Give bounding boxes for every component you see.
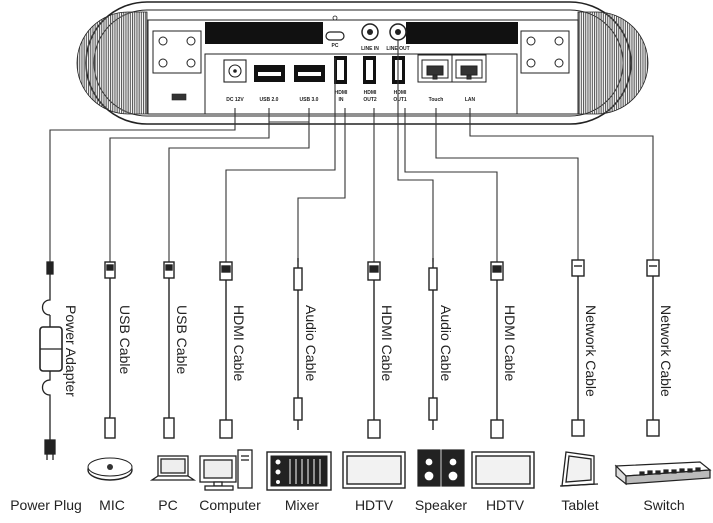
device-label-speaker: Speaker — [415, 497, 467, 513]
mixer-icon — [266, 451, 332, 491]
audio-cable-2 — [428, 258, 438, 430]
hdmi-out1-label-1: HDMI — [394, 90, 407, 96]
device-label-mixer: Mixer — [285, 497, 320, 513]
hdmi-out1-label-2: OUT1 — [393, 97, 407, 103]
pc-port-label: PC — [332, 43, 339, 49]
cable-label-power-adapter: Power Adapter — [63, 305, 79, 397]
wire-power — [49, 108, 236, 262]
cable-label-hdmi-3: HDMI Cable — [502, 305, 518, 381]
device-label-computer: Computer — [199, 497, 261, 513]
pc-led — [332, 15, 338, 21]
cable-label-network-2: Network Cable — [658, 305, 674, 397]
hdmi-cable-3 — [490, 261, 504, 439]
pc-usbc-port — [325, 31, 345, 41]
hdmi-out2-port — [363, 56, 376, 84]
left-vent-bar — [205, 22, 323, 44]
wires — [49, 40, 654, 262]
mic-icon — [87, 457, 133, 481]
touch-label: Touch — [429, 97, 444, 103]
power-adapter-cable — [39, 261, 63, 460]
line-in-jack — [361, 23, 379, 41]
usb-2-port — [254, 65, 285, 82]
device-label-hdtv-2: HDTV — [486, 497, 525, 513]
audio-cable-1 — [293, 258, 303, 430]
device-label-switch: Switch — [643, 497, 684, 513]
device-label-hdtv-1: HDTV — [355, 497, 394, 513]
usb-3-port — [294, 65, 325, 82]
cable-label-hdmi-1: HDMI Cable — [231, 305, 247, 381]
device-label-pc: PC — [158, 497, 177, 513]
cable-label-audio-1: Audio Cable — [303, 305, 319, 381]
hdmi-in-port — [334, 56, 347, 84]
hdmi-cable-2 — [367, 261, 381, 439]
tv-icon — [471, 451, 535, 489]
wire-switch — [469, 108, 654, 262]
wire-hdtv2 — [404, 108, 498, 262]
right-grille — [577, 11, 649, 115]
hdmi-out2-label-1: HDMI — [364, 90, 377, 96]
hdmi-out2-label-2: OUT2 — [363, 97, 377, 103]
right-screws — [520, 30, 570, 74]
usb20-label: USB 2.0 — [260, 97, 279, 103]
lan-label: LAN — [465, 97, 476, 103]
right-vent-bar — [406, 22, 518, 44]
wire-mic — [109, 108, 310, 262]
hdmi-cable-1 — [219, 261, 233, 439]
device-label-mic: MIC — [99, 497, 125, 513]
cable-label-usb-2: USB Cable — [174, 305, 190, 374]
usb-cable-2 — [163, 261, 175, 439]
cable-label-hdmi-2: HDMI Cable — [379, 305, 395, 381]
laptop-icon — [149, 455, 197, 481]
computer-icon — [199, 449, 253, 491]
left-screws — [152, 30, 202, 74]
wire-pc — [168, 122, 310, 262]
device-label-power-plug: Power Plug — [10, 497, 82, 513]
switch-icon — [614, 461, 712, 486]
network-cable-2 — [646, 259, 660, 437]
usb30-label: USB 3.0 — [300, 97, 319, 103]
wire-tablet — [435, 108, 579, 262]
wire-mixer — [297, 108, 346, 262]
wire-computer — [225, 58, 336, 262]
usb-cable-1 — [104, 261, 116, 439]
tv-icon — [342, 451, 406, 489]
dip-switch — [171, 93, 187, 101]
speaker-icon — [417, 449, 465, 487]
cable-label-audio-2: Audio Cable — [438, 305, 454, 381]
dc12v-label: DC 12V — [226, 97, 244, 103]
hdmi-in-label-2: IN — [339, 97, 344, 103]
lan-rj45-port — [451, 54, 487, 83]
line-in-label: LINE IN — [361, 46, 379, 52]
device-label-tablet: Tablet — [561, 497, 598, 513]
hdmi-in-label-1: HDMI — [335, 90, 348, 96]
left-grille — [76, 11, 148, 115]
cable-label-network-1: Network Cable — [583, 305, 599, 397]
touch-rj45-port — [417, 54, 453, 83]
tablet-icon — [559, 451, 599, 487]
wire-speaker — [397, 40, 434, 262]
device-back-panel: PC LINE IN LINE OUT DC 12V USB 2.0 USB 3… — [76, 1, 649, 125]
network-cable-1 — [571, 259, 585, 437]
cable-label-usb-1: USB Cable — [117, 305, 133, 374]
